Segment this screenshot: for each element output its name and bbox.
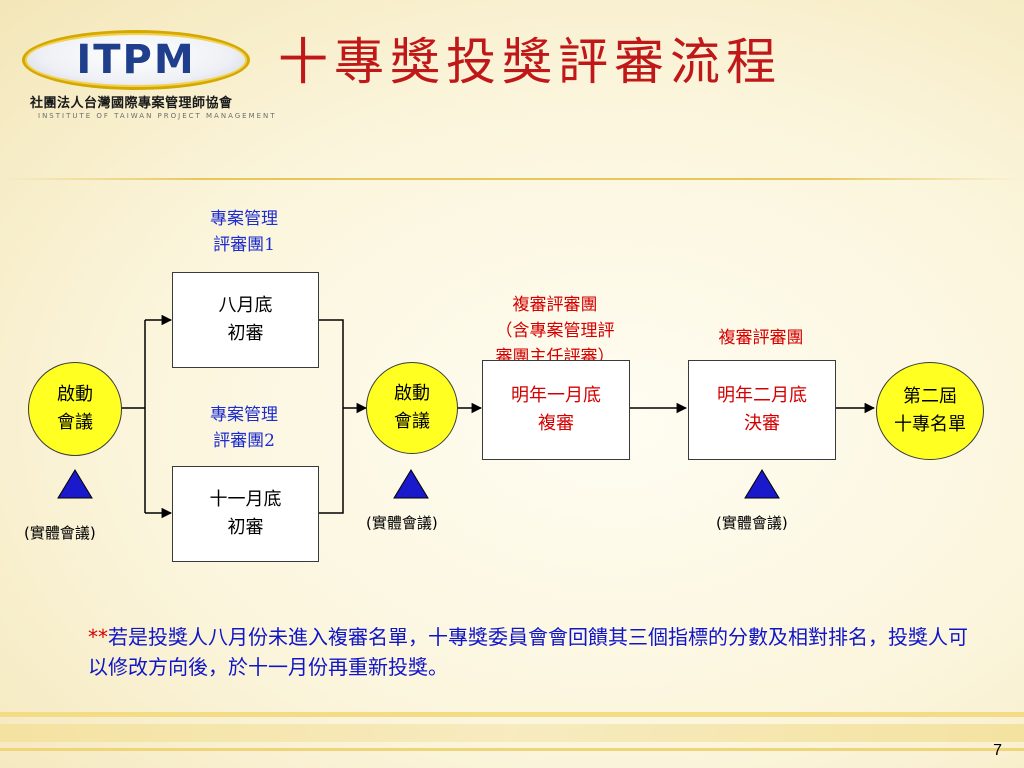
connector-merge	[318, 319, 344, 514]
org-name: 社團法人台灣國際專案管理師協會	[30, 96, 233, 111]
first-review-november: 十一月底 初審	[172, 466, 319, 562]
meeting-note-1: (實體會議)	[24, 524, 96, 542]
triangle-marker-2	[393, 469, 429, 499]
label-panel-2: 專案管理 評審團2	[210, 405, 278, 451]
triangle-marker-1	[57, 469, 93, 499]
final-review-february: 明年二月底 決審	[688, 360, 836, 460]
footer-stripe-2	[0, 724, 1024, 742]
first-review-august: 八月底 初審	[172, 272, 319, 368]
footnote-stars: **	[88, 625, 108, 649]
label-review-panel: 複審評審團	[718, 328, 804, 348]
page-number: 7	[993, 742, 1002, 759]
winners-list: 第二屆 十專名單	[876, 362, 984, 460]
slide-title: 十專獎投獎評審流程	[278, 33, 782, 91]
label-review-panel-full: 複審評審團 （含專案管理評 審團主任評審）	[462, 266, 648, 370]
logo-text: ITPM	[76, 37, 196, 83]
second-review-january: 明年一月底 複審	[482, 360, 630, 460]
header-divider	[0, 178, 1024, 180]
footer-stripe-3	[0, 748, 1024, 751]
footnote-text: 若是投獎人八月份未進入複審名單，十專獎委員會會回饋其三個指標的分數及相對排名，投…	[88, 625, 968, 679]
kickoff-meeting-2: 啟動 會議	[366, 362, 458, 454]
review-panel-full-text: 複審評審團 （含專案管理評 審團主任評審）	[495, 295, 615, 367]
itpm-logo: ITPM	[22, 30, 250, 90]
label-panel-1: 專案管理 評審團1	[210, 209, 278, 255]
footnote: **若是投獎人八月份未進入複審名單，十專獎委員會會回饋其三個指標的分數及相對排名…	[88, 622, 968, 682]
kickoff-meeting-1: 啟動 會議	[28, 362, 122, 456]
meeting-note-2: (實體會議)	[366, 514, 438, 532]
org-english-name: INSTITUTE OF TAIWAN PROJECT MANAGEMENT	[38, 112, 277, 120]
triangle-marker-3	[744, 469, 780, 499]
footer-stripe-1	[0, 712, 1024, 717]
meeting-note-3: (實體會議)	[716, 514, 788, 532]
